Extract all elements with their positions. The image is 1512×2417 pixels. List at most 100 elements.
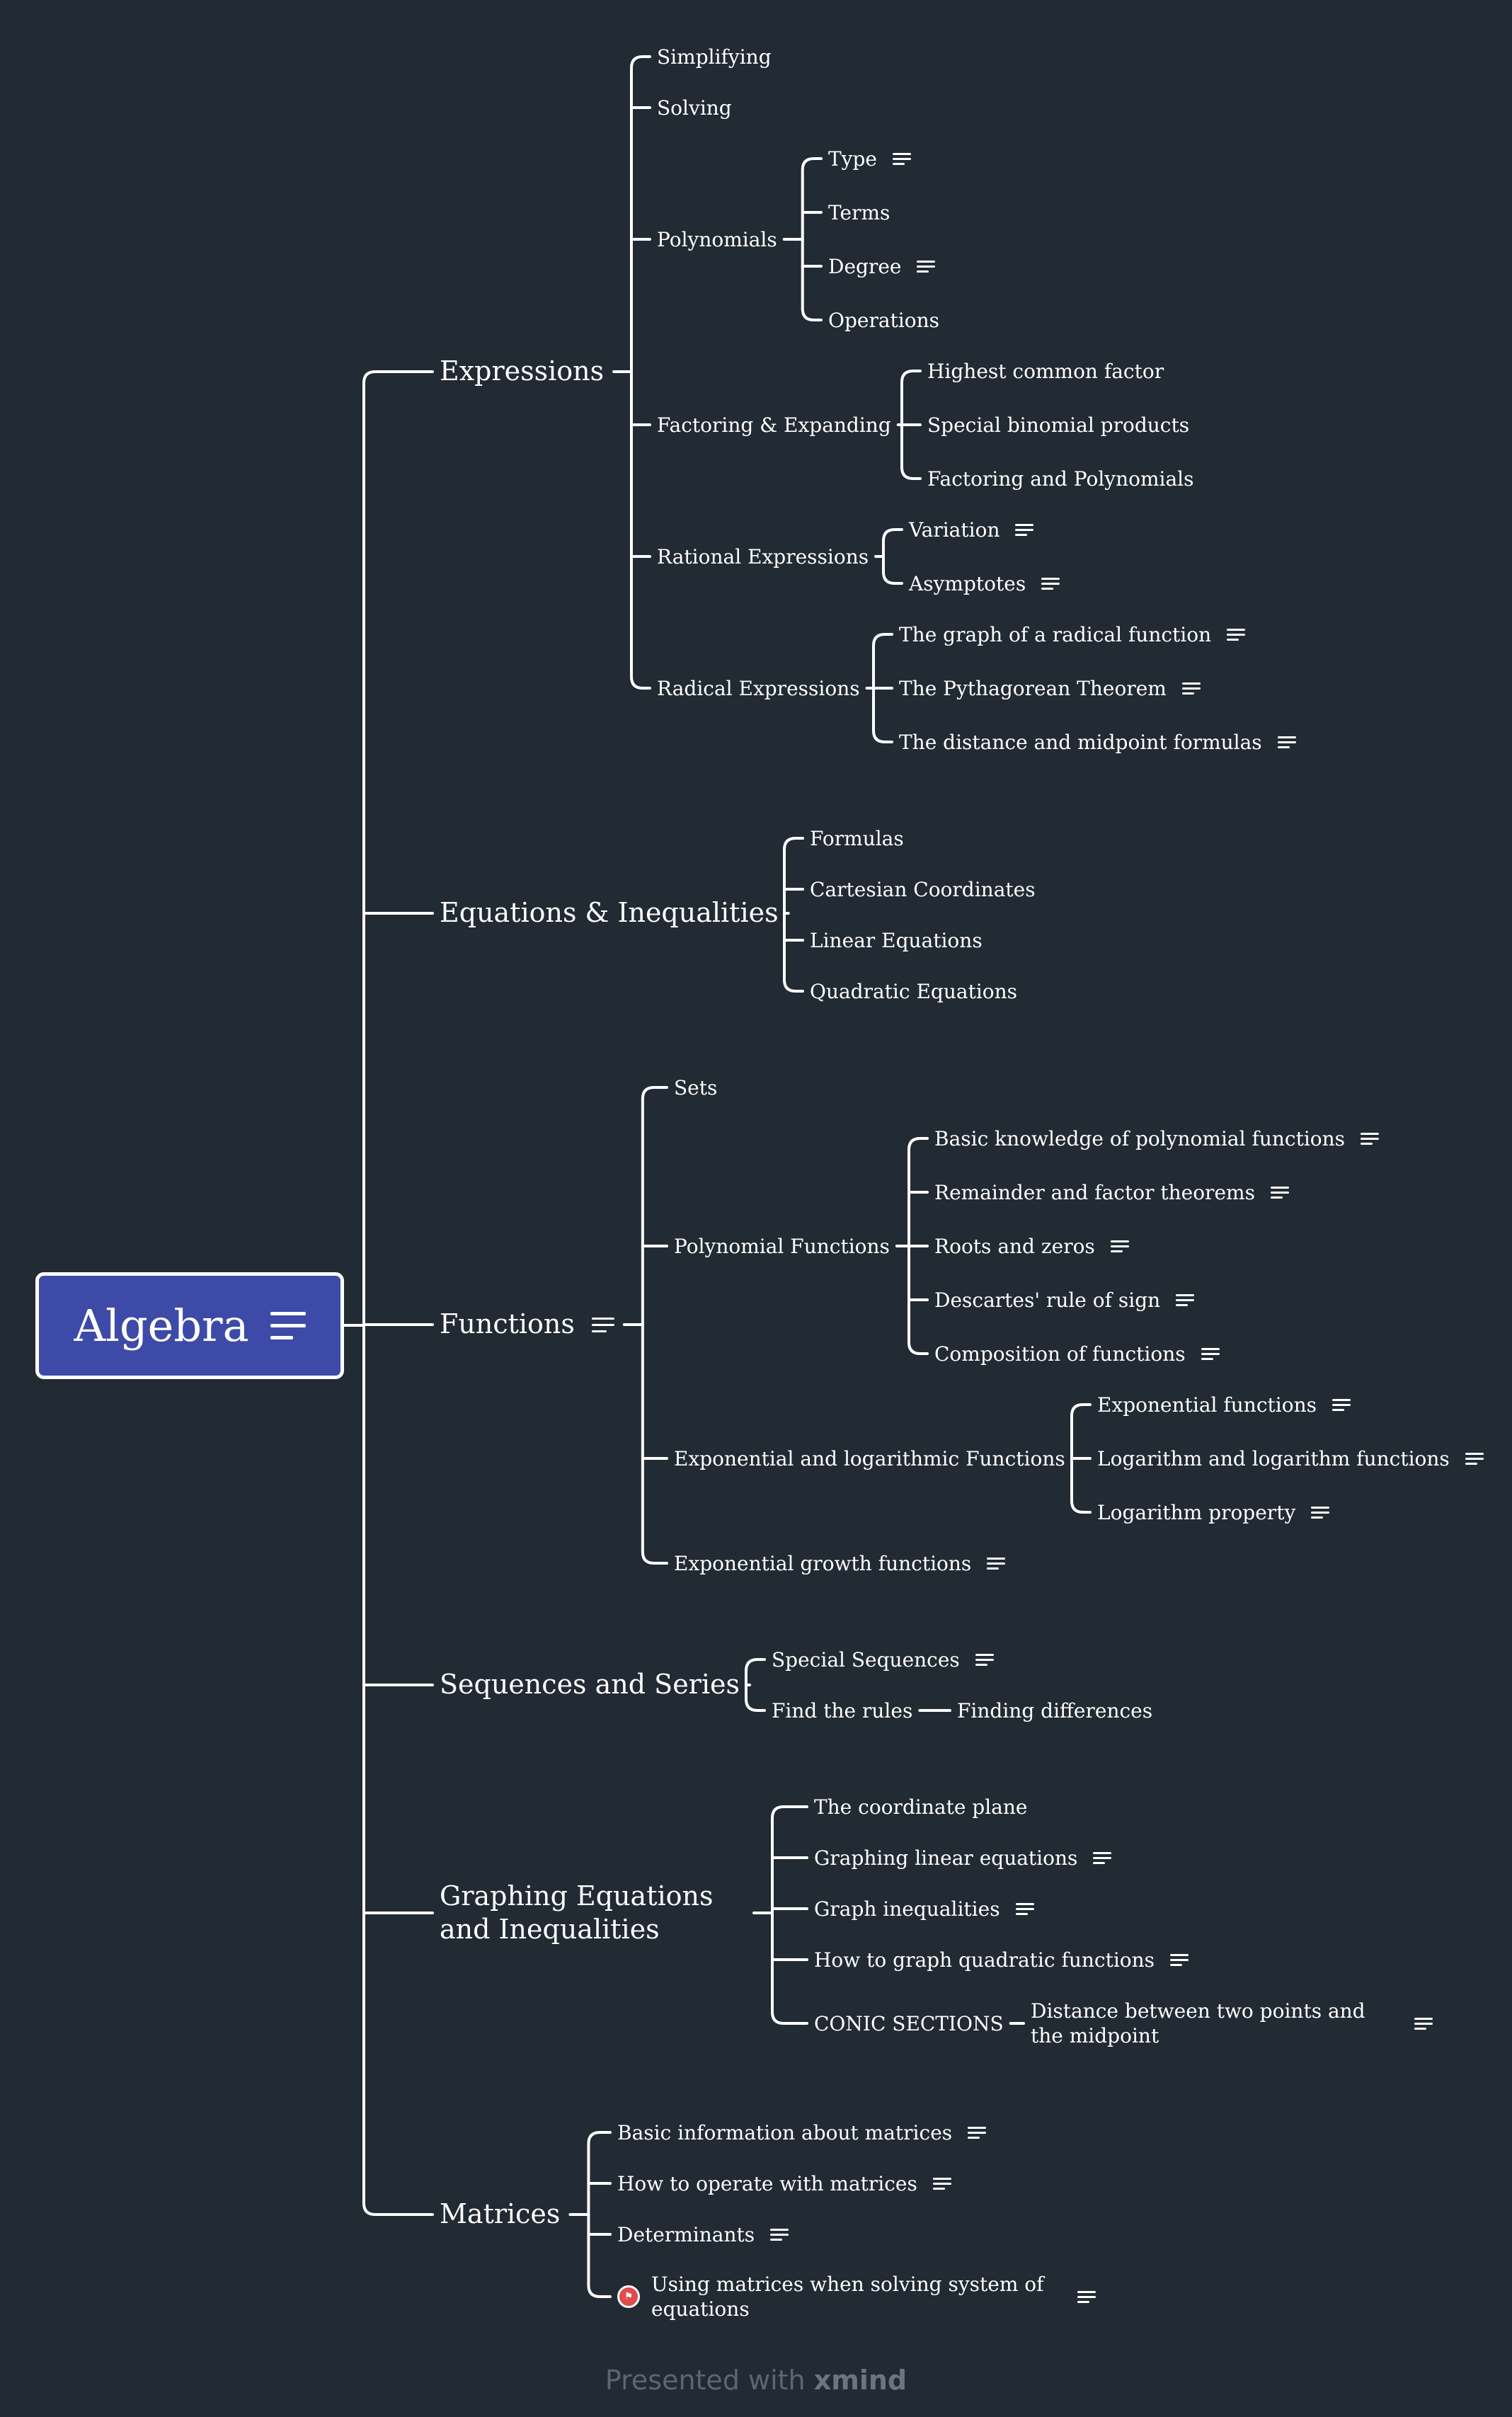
topic-sets[interactable]: Sets — [674, 1075, 717, 1100]
topic-label: Highest common factor — [927, 359, 1164, 383]
note-icon[interactable] — [270, 1311, 306, 1340]
topic-equations-inequalities[interactable]: Equations & Inequalities — [440, 896, 779, 930]
topic-using-matrices-when-solving-system-of-equations[interactable]: ⚑Using matrices when solving system of e… — [617, 2272, 1096, 2321]
topic-sequences-and-series[interactable]: Sequences and Series — [440, 1668, 740, 1702]
topic-how-to-operate-with-matrices[interactable]: How to operate with matrices — [617, 2171, 951, 2196]
topic-degree[interactable]: Degree — [828, 254, 936, 279]
topic-linear-equations[interactable]: Linear Equations — [810, 928, 983, 953]
note-icon[interactable] — [987, 1557, 1006, 1570]
topic-composition-of-functions[interactable]: Composition of functions — [934, 1342, 1220, 1366]
topic-label: The graph of a radical function — [899, 622, 1212, 646]
topic-label: Distance between two points and the midp… — [1031, 1999, 1365, 2047]
root-topic[interactable]: Algebra — [35, 1272, 344, 1379]
topic-label: Factoring & Expanding — [657, 413, 891, 437]
topic-logarithm-property[interactable]: Logarithm property — [1097, 1500, 1330, 1525]
note-icon[interactable] — [1201, 1347, 1220, 1360]
note-icon[interactable] — [1093, 1851, 1112, 1864]
topic-cartesian-coordinates[interactable]: Cartesian Coordinates — [810, 877, 1036, 902]
topic-radical-expressions[interactable]: Radical Expressions — [657, 676, 860, 701]
connector — [801, 307, 823, 321]
topic-matrices[interactable]: Matrices — [440, 2198, 560, 2232]
topic-label: Solving — [657, 96, 732, 120]
topic-label: Degree — [828, 254, 902, 278]
topic-basic-knowledge-of-polynomial-functions[interactable]: Basic knowledge of polynomial functions — [934, 1126, 1380, 1151]
note-icon[interactable] — [932, 2177, 951, 2190]
topic-how-to-graph-quadratic-functions[interactable]: How to graph quadratic functions — [814, 1948, 1189, 1972]
note-icon[interactable] — [1270, 1186, 1289, 1199]
connector — [771, 1805, 808, 1819]
topic-formulas[interactable]: Formulas — [810, 826, 904, 851]
note-icon[interactable] — [1077, 2290, 1096, 2303]
topic-type[interactable]: Type — [828, 147, 911, 171]
note-icon[interactable] — [968, 2126, 987, 2139]
note-icon[interactable] — [917, 260, 936, 273]
topic-special-sequences[interactable]: Special Sequences — [772, 1647, 994, 1672]
topic-factoring-expanding[interactable]: Factoring & Expanding — [657, 413, 891, 438]
topic-the-pythagorean-theorem[interactable]: The Pythagorean Theorem — [899, 676, 1201, 701]
topic-label: Equations & Inequalities — [440, 897, 779, 929]
topic-descartes-rule-of-sign[interactable]: Descartes' rule of sign — [934, 1288, 1195, 1313]
topic-determinants[interactable]: Determinants — [617, 2222, 789, 2247]
xmind-brand: xmind — [813, 2365, 907, 2396]
note-icon[interactable] — [591, 1317, 614, 1332]
note-icon[interactable] — [1181, 682, 1201, 695]
topic-operations[interactable]: Operations — [828, 308, 939, 333]
topic-polynomials[interactable]: Polynomials — [657, 227, 777, 252]
topic-quadratic-equations[interactable]: Quadratic Equations — [810, 979, 1017, 1004]
topic-exponential-growth-functions[interactable]: Exponential growth functions — [674, 1551, 1006, 1576]
topic-variation[interactable]: Variation — [909, 518, 1034, 542]
note-icon[interactable] — [1277, 736, 1296, 748]
note-icon[interactable] — [770, 2228, 789, 2241]
topic-the-coordinate-plane[interactable]: The coordinate plane — [814, 1795, 1027, 1819]
topic-terms[interactable]: Terms — [828, 200, 890, 225]
topic-label: Linear Equations — [810, 928, 983, 952]
topic-exponential-functions[interactable]: Exponential functions — [1097, 1393, 1351, 1417]
note-icon[interactable] — [1015, 523, 1034, 536]
topic-polynomial-functions[interactable]: Polynomial Functions — [674, 1234, 890, 1259]
topic-label: Polynomials — [657, 227, 777, 251]
topic-label: Operations — [828, 308, 939, 332]
note-icon[interactable] — [1465, 1452, 1484, 1465]
topic-find-the-rules[interactable]: Find the rules — [772, 1698, 912, 1723]
topic-exponential-and-logarithmic-functions[interactable]: Exponential and logarithmic Functions — [674, 1446, 1065, 1471]
topic-remainder-and-factor-theorems[interactable]: Remainder and factor theorems — [934, 1180, 1289, 1205]
topic-functions[interactable]: Functions — [440, 1308, 614, 1342]
note-icon[interactable] — [1227, 628, 1246, 641]
topic-finding-differences[interactable]: Finding differences — [957, 1698, 1152, 1723]
connector — [907, 1137, 929, 1151]
topic-label: Logarithm and logarithm functions — [1097, 1446, 1450, 1470]
note-icon[interactable] — [1414, 2017, 1433, 2030]
note-icon[interactable] — [1361, 1132, 1380, 1145]
note-icon[interactable] — [1170, 1953, 1189, 1966]
topic-asymptotes[interactable]: Asymptotes — [909, 571, 1060, 596]
topic-simplifying[interactable]: Simplifying — [657, 45, 772, 69]
note-icon[interactable] — [893, 152, 911, 165]
topic-highest-common-factor[interactable]: Highest common factor — [927, 359, 1164, 384]
topic-roots-and-zeros[interactable]: Roots and zeros — [934, 1234, 1129, 1259]
flag-icon: ⚑ — [617, 2285, 640, 2308]
topic-label: Matrices — [440, 2198, 561, 2230]
topic-the-distance-and-midpoint-formulas[interactable]: The distance and midpoint formulas — [899, 730, 1296, 755]
topic-expressions[interactable]: Expressions — [440, 355, 604, 389]
topic-label: Formulas — [810, 826, 904, 850]
topic-distance-between-two-points-and-the-midpoint[interactable]: Distance between two points and the midp… — [1031, 1999, 1433, 2048]
topic-graph-inequalities[interactable]: Graph inequalities — [814, 1897, 1034, 1921]
note-icon[interactable] — [975, 1653, 994, 1666]
note-icon[interactable] — [1176, 1293, 1195, 1306]
topic-solving[interactable]: Solving — [657, 96, 732, 120]
note-icon[interactable] — [1041, 577, 1060, 590]
topic-label: Logarithm property — [1097, 1500, 1296, 1524]
topic-special-binomial-products[interactable]: Special binomial products — [927, 413, 1189, 438]
topic-graphing-equations-and-inequalities[interactable]: Graphing Equations and Inequalities — [440, 1880, 744, 1947]
note-icon[interactable] — [1311, 1506, 1330, 1519]
note-icon[interactable] — [1015, 1902, 1034, 1915]
topic-logarithm-and-logarithm-functions[interactable]: Logarithm and logarithm functions — [1097, 1446, 1484, 1471]
note-icon[interactable] — [1110, 1240, 1129, 1252]
topic-the-graph-of-a-radical-function[interactable]: The graph of a radical function — [899, 622, 1246, 647]
topic-factoring-and-polynomials[interactable]: Factoring and Polynomials — [927, 467, 1194, 491]
topic-graphing-linear-equations[interactable]: Graphing linear equations — [814, 1846, 1112, 1870]
topic-rational-expressions[interactable]: Rational Expressions — [657, 544, 869, 569]
topic-basic-information-about-matrices[interactable]: Basic information about matrices — [617, 2120, 987, 2145]
note-icon[interactable] — [1331, 1398, 1351, 1411]
topic-conic-sections[interactable]: CONIC SECTIONS — [814, 2011, 1004, 2036]
